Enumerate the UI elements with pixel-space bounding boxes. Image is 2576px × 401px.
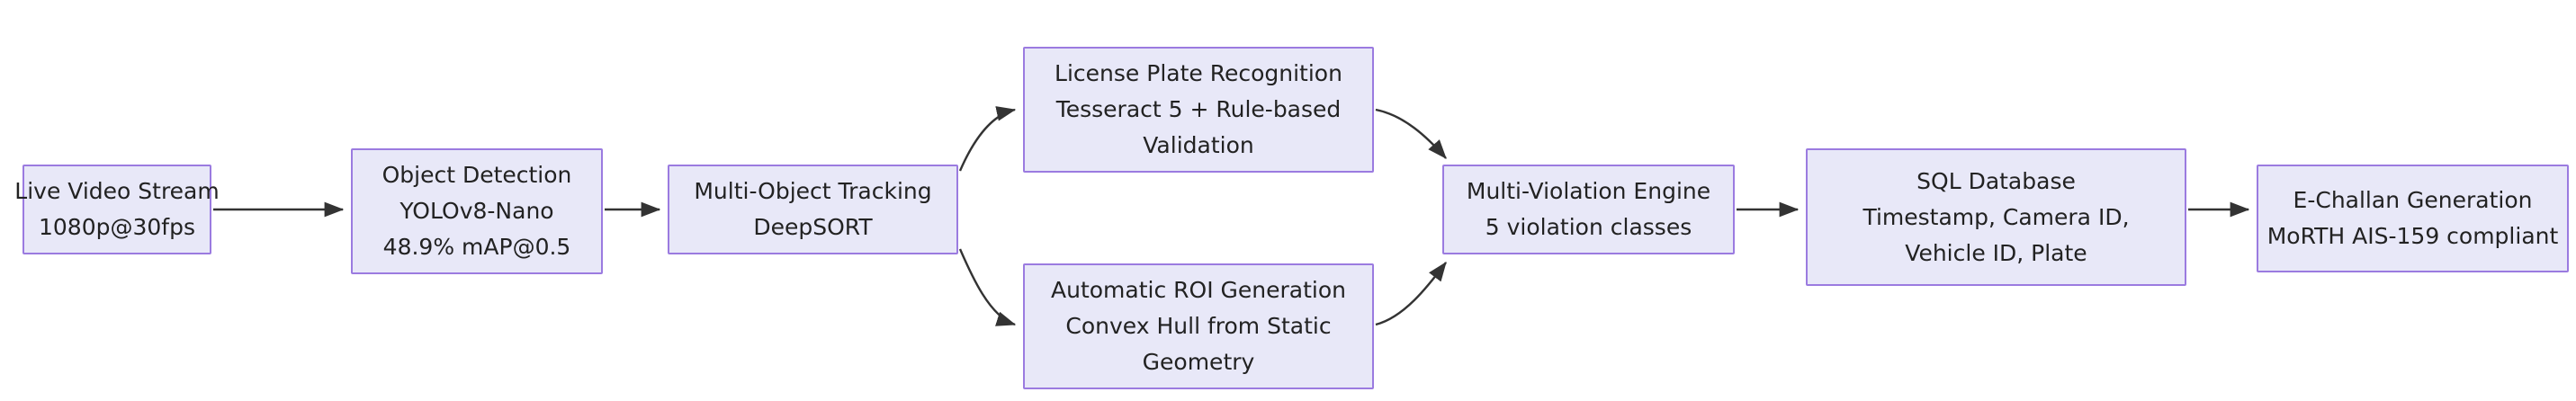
node-live-video-stream[interactable]: Live Video Stream 1080p@30fps xyxy=(14,165,220,254)
node-multi-violation-engine-line-1: Multi-Violation Engine xyxy=(1466,178,1711,204)
edge-multi-object-tracking-to-license-plate-recognition xyxy=(958,106,1017,172)
node-license-plate-recognition-line-1: License Plate Recognition xyxy=(1055,60,1342,86)
edge-multi-object-tracking-to-automatic-roi-generation xyxy=(958,248,1017,326)
node-object-detection-line-2: YOLOv8-Nano xyxy=(399,198,554,224)
node-multi-violation-engine[interactable]: Multi-Violation Engine 5 violation class… xyxy=(1442,165,1735,254)
node-sql-database-line-2: Timestamp, Camera ID, xyxy=(1862,203,2130,230)
node-automatic-roi-generation-line-1: Automatic ROI Generation xyxy=(1051,277,1346,303)
node-license-plate-recognition[interactable]: License Plate Recognition Tesseract 5 + … xyxy=(1023,47,1374,173)
node-e-challan-generation-line-2: MoRTH AIS-159 compliant xyxy=(2266,223,2559,249)
node-multi-object-tracking-line-1: Multi-Object Tracking xyxy=(694,178,932,204)
node-sql-database-line-1: SQL Database xyxy=(1916,167,2076,194)
node-object-detection[interactable]: Object Detection YOLOv8-Nano 48.9% mAP@0… xyxy=(351,148,603,274)
node-multi-violation-engine-line-2: 5 violation classes xyxy=(1485,214,1692,240)
node-object-detection-line-3: 48.9% mAP@0.5 xyxy=(382,234,571,260)
node-multi-object-tracking[interactable]: Multi-Object Tracking DeepSORT xyxy=(668,165,958,254)
node-e-challan-generation-line-1: E-Challan Generation xyxy=(2293,187,2533,213)
node-automatic-roi-generation-line-3: Geometry xyxy=(1142,349,1255,375)
edge-automatic-roi-generation-to-multi-violation-engine xyxy=(1375,262,1447,326)
node-automatic-roi-generation[interactable]: Automatic ROI Generation Convex Hull fro… xyxy=(1023,263,1374,389)
node-automatic-roi-generation-line-2: Convex Hull from Static xyxy=(1065,313,1332,339)
node-license-plate-recognition-line-3: Validation xyxy=(1143,132,1254,158)
node-sql-database-line-3: Vehicle ID, Plate xyxy=(1905,239,2087,266)
node-e-challan-generation[interactable]: E-Challan Generation MoRTH AIS-159 compl… xyxy=(2257,165,2569,272)
node-multi-object-tracking-line-2: DeepSORT xyxy=(753,214,873,240)
node-license-plate-recognition-line-2: Tesseract 5 + Rule-based xyxy=(1055,96,1342,122)
node-object-detection-line-1: Object Detection xyxy=(381,162,572,188)
node-live-video-stream-line-2: 1080p@30fps xyxy=(39,214,195,240)
node-live-video-stream-line-1: Live Video Stream xyxy=(14,178,220,204)
node-sql-database[interactable]: SQL Database Timestamp, Camera ID, Vehic… xyxy=(1806,148,2186,286)
edge-license-plate-recognition-to-multi-violation-engine xyxy=(1375,108,1447,159)
